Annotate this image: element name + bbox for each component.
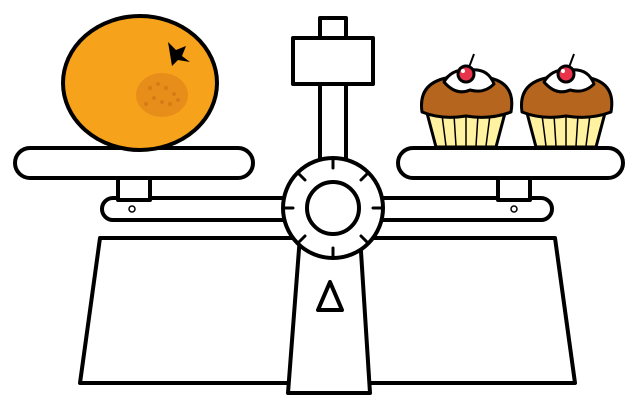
orange-fruit-icon [63, 16, 217, 150]
dial-inner-ring [307, 182, 359, 234]
pivot-icon-right [511, 206, 517, 212]
scale-base-right [360, 238, 575, 383]
scale-base-left [80, 238, 300, 383]
counterweight-block [293, 38, 373, 84]
pan-right [398, 148, 623, 178]
pan-support-right [498, 178, 530, 200]
pan-support-left [118, 178, 150, 200]
cupcake-icon-1 [422, 54, 512, 147]
cupcake-icon-2 [522, 54, 612, 147]
pan-left [15, 148, 253, 178]
pivot-icon-left [129, 206, 135, 212]
vertical-column [320, 84, 346, 164]
